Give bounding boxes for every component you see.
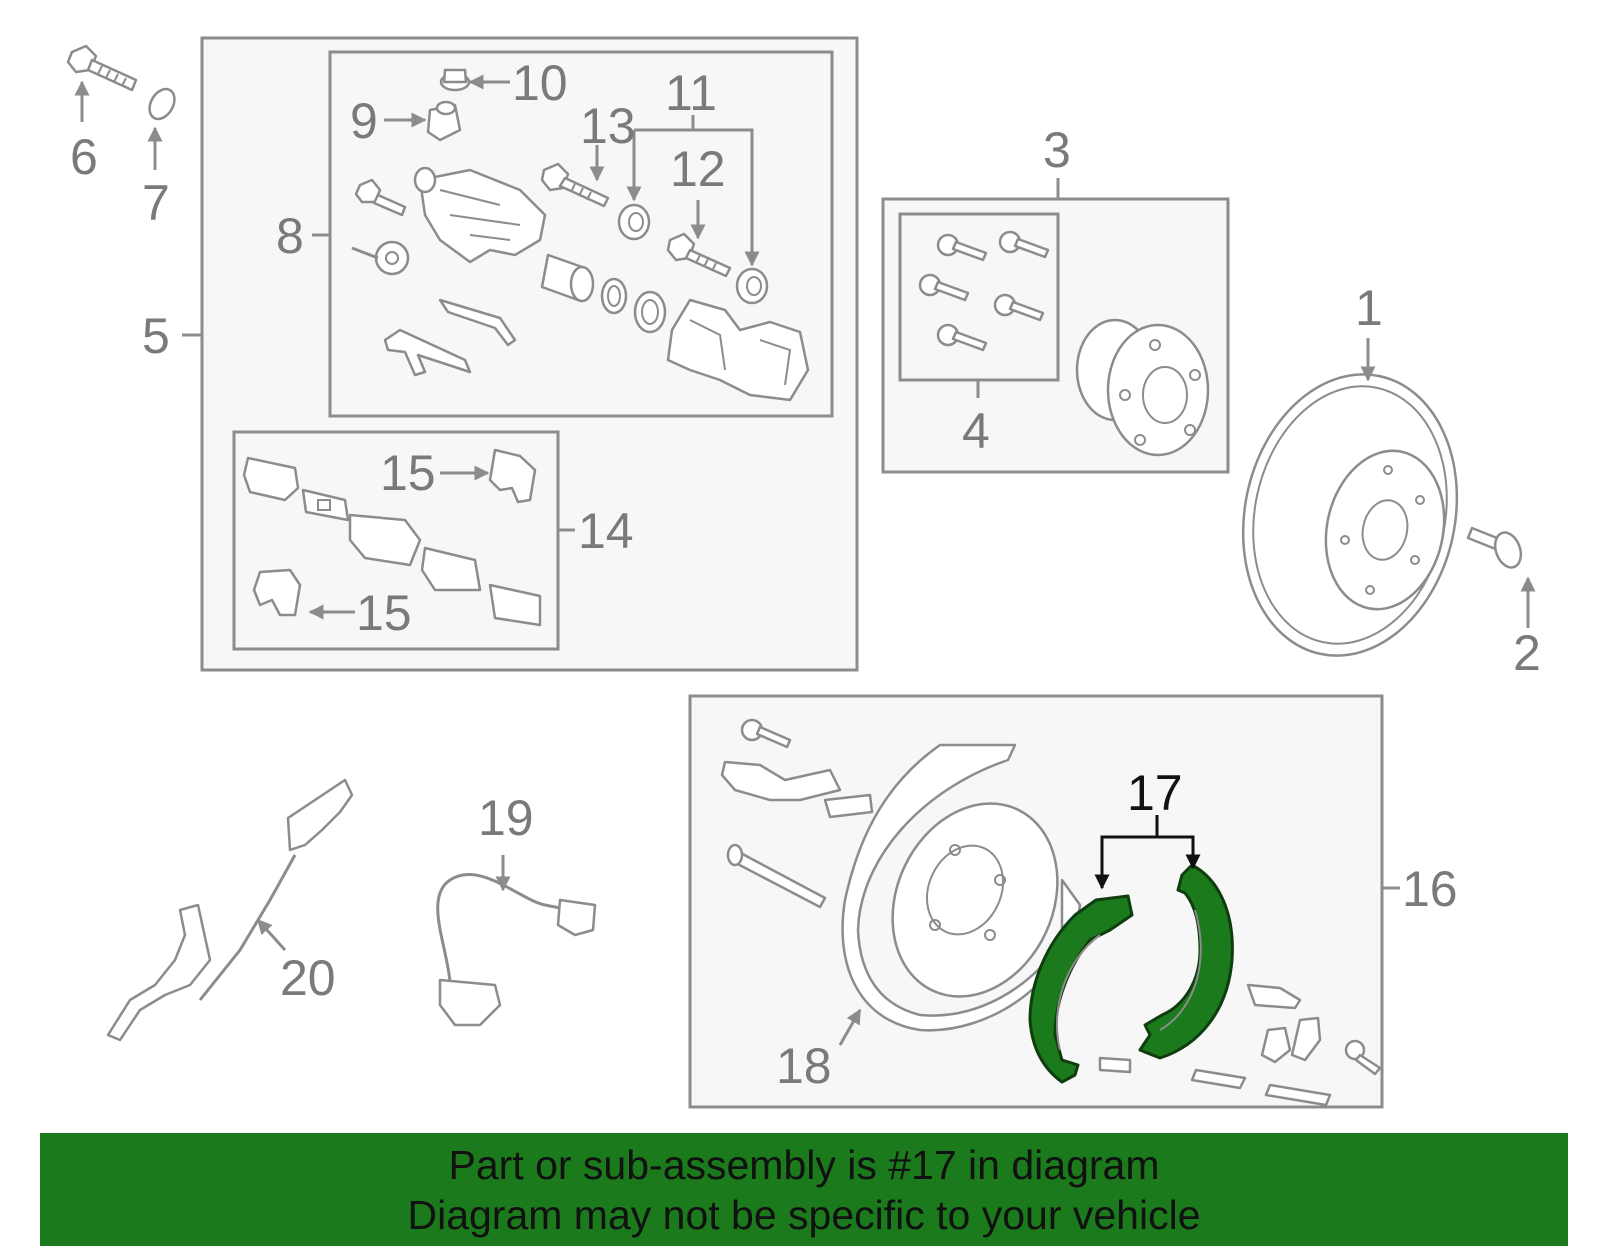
callout-3: 3 xyxy=(1043,122,1071,178)
callout-15b: 15 xyxy=(356,585,412,641)
callout-6: 6 xyxy=(70,129,98,185)
boot-part-11b xyxy=(735,267,769,305)
boot-part-11a xyxy=(617,203,651,241)
callout-10: 10 xyxy=(512,55,568,111)
brake-pad-kit-box xyxy=(232,430,560,651)
abs-sensor-part-20 xyxy=(106,778,354,1042)
guide-pin-part-13 xyxy=(540,162,610,208)
callout-11: 11 xyxy=(665,65,717,121)
callout-12: 12 xyxy=(670,141,726,197)
box16-hardware-parts xyxy=(720,718,1382,1107)
callout-8: 8 xyxy=(276,208,304,264)
callout-9: 9 xyxy=(350,93,378,149)
callout-5: 5 xyxy=(142,308,170,364)
pad-clip-parts xyxy=(383,298,517,377)
hub-bolts-part-4 xyxy=(918,230,1050,352)
hub-bearing-part xyxy=(1075,318,1210,457)
backing-plate-part-18 xyxy=(841,743,1082,1032)
callout-13: 13 xyxy=(580,98,636,154)
caliper-bolt-left-part xyxy=(354,178,407,217)
parking-brake-shoes-part-17 xyxy=(1028,863,1234,1084)
callout-18: 18 xyxy=(776,1038,832,1094)
callout-16: 16 xyxy=(1402,861,1458,917)
bleeder-part-9 xyxy=(426,100,462,142)
banner-line-2: Diagram may not be specific to your vehi… xyxy=(407,1191,1201,1238)
brake-rotor-part-1 xyxy=(1241,373,1459,657)
rotor-screw-part-2 xyxy=(1466,526,1523,569)
cap-part-10 xyxy=(439,68,471,92)
callout-20: 20 xyxy=(280,950,336,1006)
washer-nut-left-part xyxy=(351,240,410,276)
caliper-body-part xyxy=(413,166,547,264)
pad-kit-parts xyxy=(242,448,542,627)
callout-2: 2 xyxy=(1513,625,1541,681)
leader-17 xyxy=(1094,835,1201,890)
callout-1: 1 xyxy=(1355,280,1383,336)
leader-20 xyxy=(256,918,287,952)
callout-17: 17 xyxy=(1127,765,1183,821)
caliper-bracket-part xyxy=(666,298,810,402)
seal-parts xyxy=(600,277,667,334)
piston-part xyxy=(540,253,595,303)
callout-4: 4 xyxy=(962,403,990,459)
callout-15a: 15 xyxy=(380,445,436,501)
bolt-part-6 xyxy=(66,44,138,92)
guide-pin-part-12 xyxy=(666,232,732,278)
brake-hose-part-19 xyxy=(436,872,597,1027)
washer-part-7 xyxy=(148,87,176,121)
banner-line-1: Part or sub-assembly is #17 in diagram xyxy=(448,1141,1160,1188)
leader-11 xyxy=(634,128,760,267)
callout-7: 7 xyxy=(142,175,170,231)
leader-18 xyxy=(838,1008,862,1046)
callout-19: 19 xyxy=(478,790,534,846)
info-banner: Part or sub-assembly is #17 in diagram D… xyxy=(40,1133,1568,1246)
callout-14: 14 xyxy=(578,503,634,559)
